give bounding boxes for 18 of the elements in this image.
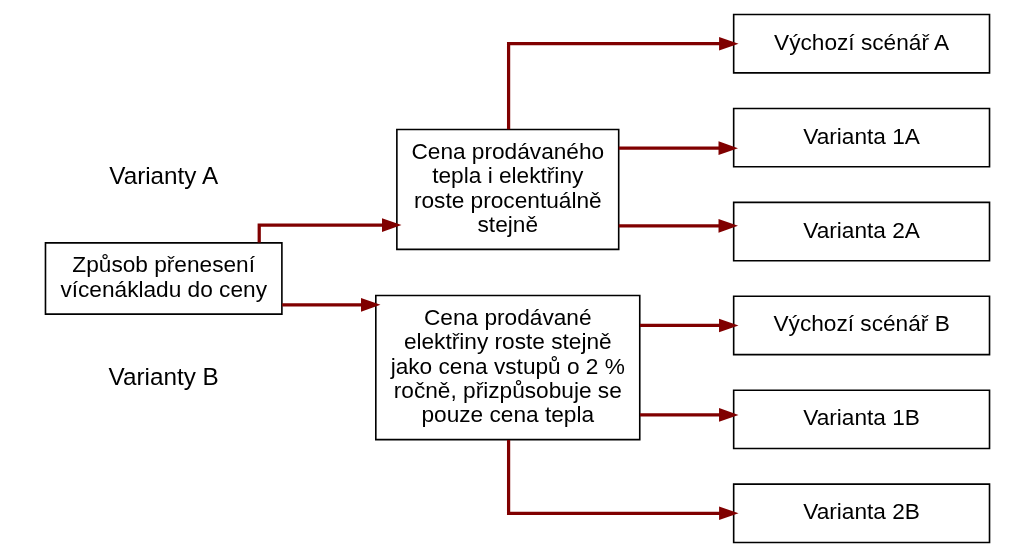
node-box: Varianta 1B xyxy=(732,389,990,450)
node-box: Cena prodávaného tepla i elektřiny roste procentuálně stejně xyxy=(395,128,619,251)
node-box: Výchozí scénář B xyxy=(732,295,990,356)
node-box: Způsob přenesení vícenákladu do ceny xyxy=(44,242,283,315)
arrow xyxy=(618,219,738,233)
arrow xyxy=(506,440,739,521)
node-box: Varianta 1A xyxy=(732,107,990,168)
node-box: Varianta 2B xyxy=(732,483,990,544)
arrow xyxy=(639,408,738,422)
arrow xyxy=(639,318,738,333)
arrow xyxy=(281,298,380,312)
node-box: Výchozí scénář A xyxy=(732,13,990,74)
label: Varianty B xyxy=(108,362,219,390)
node-box: Varianta 2A xyxy=(732,201,990,262)
label: Varianty A xyxy=(108,161,218,189)
arrow xyxy=(506,36,739,130)
arrow xyxy=(618,141,738,155)
node-box: Cena prodávané elektřiny roste stejně jako cena vstupů o 2 % ročně, přizpůsobuje se pouze cena tepla xyxy=(374,294,641,441)
